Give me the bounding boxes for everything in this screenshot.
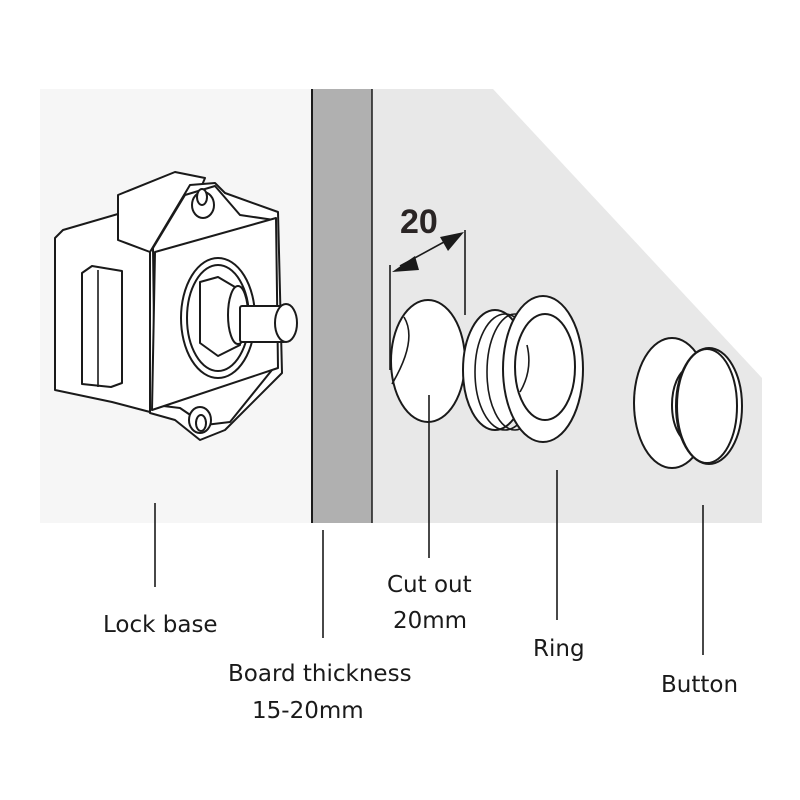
board: [311, 89, 373, 523]
dimension-value: 20: [400, 203, 438, 241]
ring-illustration: [462, 295, 584, 443]
label-board-thickness: Board thickness: [228, 661, 412, 687]
label-cut-out: Cut out: [387, 572, 472, 598]
lock-base-illustration: [54, 171, 298, 441]
button-illustration: [633, 337, 743, 469]
label-board-thickness-value: 15-20mm: [252, 698, 364, 724]
label-cut-out-value: 20mm: [393, 608, 467, 634]
label-lock-base: Lock base: [103, 612, 218, 638]
leader-lines: [154, 395, 704, 655]
dimension-indicator: 20: [389, 203, 466, 370]
cutout-illustration: [390, 299, 466, 423]
label-button: Button: [661, 672, 738, 698]
arrow-left-icon: [392, 256, 419, 272]
label-ring: Ring: [533, 636, 585, 662]
arrow-right-icon: [440, 232, 464, 251]
